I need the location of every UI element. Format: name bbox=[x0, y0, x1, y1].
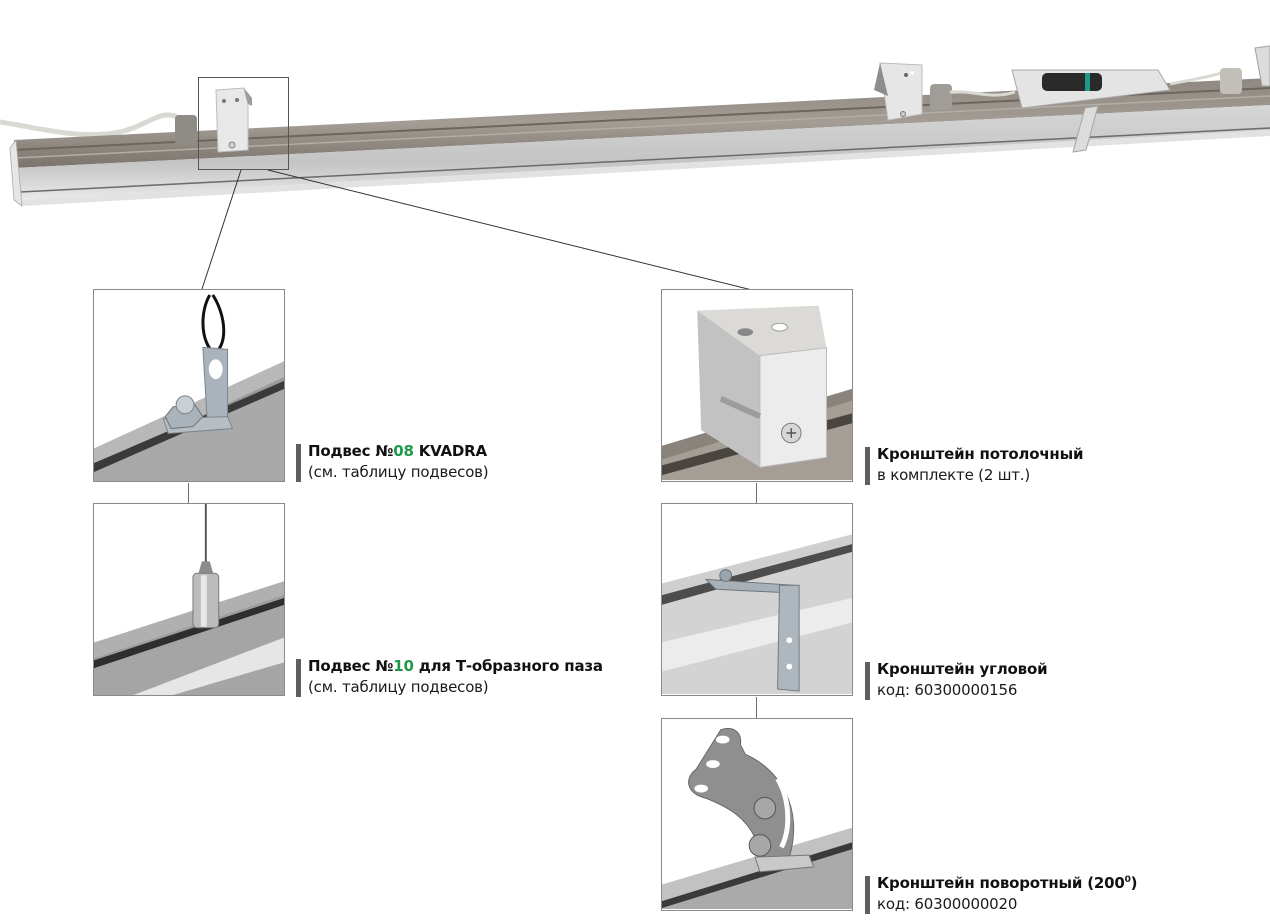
luminaire-profile-illustration bbox=[0, 45, 1270, 290]
panel-corner-bracket bbox=[661, 503, 853, 696]
profile-top bbox=[14, 78, 1270, 168]
cable-gland bbox=[175, 115, 197, 145]
caption-subtitle: код: 60300000156 bbox=[877, 681, 1018, 699]
caption-corner-bracket: Кронштейн угловой код: 60300000156 bbox=[865, 659, 1048, 701]
corner-bracket-illustration bbox=[662, 534, 852, 695]
leader-line-suspension bbox=[201, 169, 242, 290]
marker-bar bbox=[865, 876, 870, 914]
degree-superscript: 0 bbox=[1124, 875, 1131, 885]
end-cap bbox=[9, 138, 23, 207]
caption-text-part: для Т-образного паза bbox=[413, 657, 603, 675]
caption-title: Кронштейн поворотный (2000) bbox=[877, 873, 1138, 894]
ceiling-bracket-right bbox=[874, 62, 923, 121]
leader-line-ceiling-bracket bbox=[267, 169, 753, 290]
ceiling-bracket-left bbox=[215, 87, 252, 153]
caption-title: Кронштейн потолочный bbox=[877, 445, 1084, 463]
connector-line bbox=[188, 483, 189, 503]
cable-connector bbox=[1011, 69, 1171, 109]
suspension-10-illustration bbox=[94, 504, 284, 695]
suspension-08-illustration bbox=[94, 294, 284, 481]
marker-bar bbox=[296, 444, 301, 482]
connector-line bbox=[756, 697, 757, 718]
model-number: 08 bbox=[393, 442, 414, 460]
marker-bar bbox=[296, 659, 301, 697]
caption-text-part: Кронштейн поворотный (200 bbox=[877, 874, 1125, 892]
panel-suspension-10 bbox=[93, 503, 285, 696]
caption-subtitle: (см. таблицу подвесов) bbox=[308, 678, 489, 696]
callout-highlight-box bbox=[198, 77, 289, 170]
caption-suspension-08: Подвес №08 KVADRA (см. таблицу подвесов) bbox=[296, 441, 489, 483]
caption-text-part: KVADRA bbox=[413, 442, 487, 460]
panel-swivel-bracket bbox=[661, 718, 853, 911]
ceiling-bracket-illustration bbox=[662, 305, 852, 481]
caption-subtitle: код: 60300000020 bbox=[877, 895, 1018, 913]
caption-title: Кронштейн угловой bbox=[877, 660, 1048, 678]
caption-suspension-10: Подвес №10 для Т-образного паза (см. таб… bbox=[296, 656, 603, 698]
connector-line bbox=[756, 483, 757, 503]
caption-text-part: Подвес № bbox=[308, 657, 394, 675]
caption-title: Подвес №08 KVADRA bbox=[308, 441, 488, 462]
marker-bar bbox=[865, 447, 870, 485]
caption-swivel-bracket: Кронштейн поворотный (2000) код: 6030000… bbox=[865, 873, 1138, 915]
panel-suspension-08 bbox=[93, 289, 285, 482]
cable-left bbox=[0, 112, 182, 138]
marker-bar bbox=[865, 662, 870, 700]
caption-ceiling-bracket: Кронштейн потолочный в комплекте (2 шт.) bbox=[865, 444, 1083, 486]
model-number: 10 bbox=[393, 657, 414, 675]
clip bbox=[1072, 105, 1099, 153]
caption-subtitle: (см. таблицу подвесов) bbox=[308, 463, 489, 481]
caption-text-part: Подвес № bbox=[308, 442, 394, 460]
caption-title: Подвес №10 для Т-образного паза bbox=[308, 656, 603, 677]
panel-ceiling-bracket bbox=[661, 289, 853, 482]
swivel-bracket-illustration bbox=[662, 728, 852, 910]
caption-text-part: ) bbox=[1130, 874, 1138, 892]
caption-subtitle: в комплекте (2 шт.) bbox=[877, 466, 1031, 484]
